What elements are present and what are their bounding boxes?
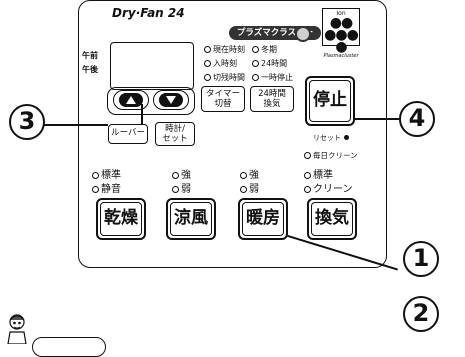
plasmacluster-logo: Ion ●●●●●● Plasmacluster bbox=[322, 8, 360, 59]
reset-pinhole-icon bbox=[344, 135, 349, 140]
logo-text: Plasmacluster bbox=[323, 53, 359, 59]
indicator-lamp bbox=[92, 186, 99, 193]
reset-indicator[interactable]: リセット bbox=[313, 133, 349, 143]
up-button[interactable] bbox=[113, 90, 149, 110]
dry-button[interactable]: 乾燥 bbox=[96, 198, 146, 240]
indicator-lamp bbox=[204, 74, 211, 81]
indicator-winter: 冬期 bbox=[252, 44, 277, 55]
indicator-lamp bbox=[304, 172, 311, 179]
dry-mode-quiet: 静音 bbox=[92, 180, 121, 195]
logo-dots-icon: ●●●●●● bbox=[324, 15, 359, 55]
leader-line-4 bbox=[355, 118, 400, 120]
ventilation-24h-button[interactable]: 24時間 換気 bbox=[250, 86, 294, 112]
indicator-remaining-time: 切残時間 bbox=[204, 72, 245, 83]
indicator-lamp bbox=[204, 60, 211, 67]
indicator-lamp bbox=[204, 46, 211, 53]
stop-button-label: 停止 bbox=[313, 90, 347, 110]
indicator-lamp bbox=[304, 186, 311, 193]
indicator-lamp bbox=[172, 172, 179, 179]
up-arrow-icon bbox=[126, 96, 136, 104]
heat-mode-strong: 強 bbox=[240, 166, 259, 181]
vent-mode-standard: 標準 bbox=[304, 166, 333, 181]
indicator-lamp bbox=[252, 60, 259, 67]
indicator-lamp bbox=[252, 74, 259, 81]
brand-label: Dry·Fan 24 bbox=[112, 6, 185, 20]
leader-line-3 bbox=[42, 124, 108, 126]
indicator-lamp bbox=[252, 46, 259, 53]
indicator-current-time: 現在時刻 bbox=[204, 44, 245, 55]
cool-mode-strong: 強 bbox=[172, 166, 191, 181]
clock-set-button[interactable]: 時計/ セット bbox=[155, 122, 195, 146]
indicator-24h: 24時間 bbox=[252, 58, 287, 69]
down-arrow-icon bbox=[166, 96, 176, 104]
arrow-button-group bbox=[107, 87, 195, 115]
timer-toggle-button[interactable]: タイマー 切替 bbox=[201, 86, 245, 112]
indicator-lamp bbox=[304, 152, 311, 159]
lcd-display bbox=[110, 42, 194, 90]
indicator-lamp bbox=[92, 172, 99, 179]
down-button[interactable] bbox=[153, 90, 189, 110]
leader-line-3-up bbox=[141, 104, 143, 125]
indicator-lamp bbox=[240, 186, 247, 193]
plasmacluster-lamp bbox=[295, 26, 311, 42]
cool-breeze-button[interactable]: 涼風 bbox=[166, 198, 216, 240]
cool-mode-weak: 弱 bbox=[172, 180, 191, 195]
logo-ion-text: Ion bbox=[336, 10, 346, 17]
am-label: 午前 bbox=[82, 51, 98, 60]
mascot-icon bbox=[7, 314, 27, 344]
heating-button[interactable]: 暖房 bbox=[238, 198, 288, 240]
vent-mode-daily-clean: 毎日クリーン bbox=[304, 150, 358, 161]
stop-button[interactable]: 停止 bbox=[305, 76, 355, 126]
callout-2: 2 bbox=[403, 296, 439, 332]
plasmacluster-badge-label: プラズマクラスター bbox=[236, 28, 314, 38]
indicator-lamp bbox=[172, 186, 179, 193]
pm-label: 午後 bbox=[82, 65, 98, 74]
vent-mode-clean: クリーン bbox=[304, 180, 353, 195]
speech-bubble bbox=[32, 337, 106, 357]
callout-1: 1 bbox=[403, 241, 439, 277]
heat-mode-weak: 弱 bbox=[240, 180, 259, 195]
callout-4: 4 bbox=[399, 101, 435, 137]
indicator-on-time: 入時刻 bbox=[204, 58, 237, 69]
dry-mode-standard: 標準 bbox=[92, 166, 121, 181]
callout-3: 3 bbox=[9, 104, 45, 140]
indicator-lamp bbox=[240, 172, 247, 179]
ventilation-button[interactable]: 換気 bbox=[307, 198, 357, 240]
louver-button[interactable]: ルーバー bbox=[108, 124, 148, 144]
indicator-pause: 一時停止 bbox=[252, 72, 293, 83]
